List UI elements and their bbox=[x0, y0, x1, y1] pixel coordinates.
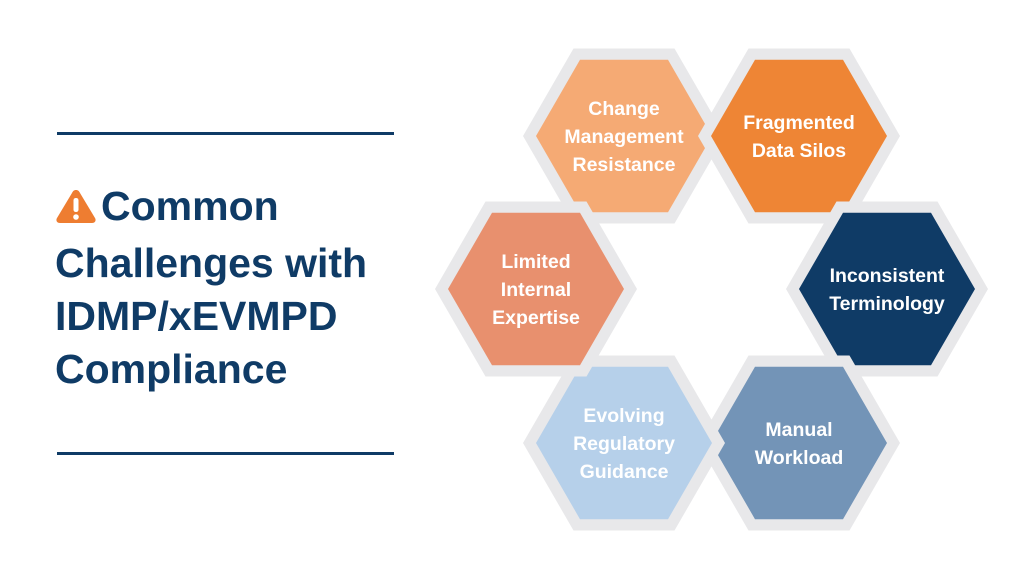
hexagon-label-line: Terminology bbox=[829, 293, 945, 315]
title-line-2: Challenges with bbox=[55, 240, 368, 286]
hexagon-label-line: Manual bbox=[765, 419, 832, 441]
hexagon-label-line: Workload bbox=[755, 447, 843, 469]
hexagon-label-line: Change bbox=[588, 98, 660, 120]
hexagon-label-line: Guidance bbox=[580, 461, 669, 483]
hexagon-label-line: Data Silos bbox=[752, 140, 846, 162]
hexagon-fill bbox=[536, 366, 712, 520]
hexagon-label-line: Expertise bbox=[492, 307, 580, 329]
page-title: Common Challenges with IDMP/xEVMPD Compl… bbox=[55, 180, 435, 396]
title-line-1: Common bbox=[55, 180, 435, 237]
warning-icon bbox=[55, 184, 97, 237]
title-text-1: Common bbox=[101, 183, 279, 229]
hexagon-label-line: Management bbox=[564, 126, 684, 148]
hexagon-label-line: Limited bbox=[501, 251, 570, 273]
title-line-4: Compliance bbox=[55, 346, 288, 392]
hexagon-fill bbox=[711, 59, 887, 213]
hexagon-fill bbox=[711, 366, 887, 520]
hexagon-label-line: Fragmented bbox=[743, 112, 855, 134]
hexagon-label-line: Internal bbox=[501, 279, 571, 301]
hexagon-label-line: Regulatory bbox=[573, 433, 675, 455]
hexagon-label-line: Inconsistent bbox=[830, 265, 945, 287]
hexagon-fill bbox=[536, 59, 712, 213]
title-line-3: IDMP/xEVMPD bbox=[55, 293, 338, 339]
hexagon-label-line: Resistance bbox=[573, 154, 676, 176]
hexagon-label-line: Evolving bbox=[583, 405, 664, 427]
bottom-divider bbox=[57, 452, 394, 455]
hexagon-fill bbox=[799, 212, 975, 366]
hexagon-fill bbox=[448, 212, 624, 366]
top-divider bbox=[57, 132, 394, 135]
